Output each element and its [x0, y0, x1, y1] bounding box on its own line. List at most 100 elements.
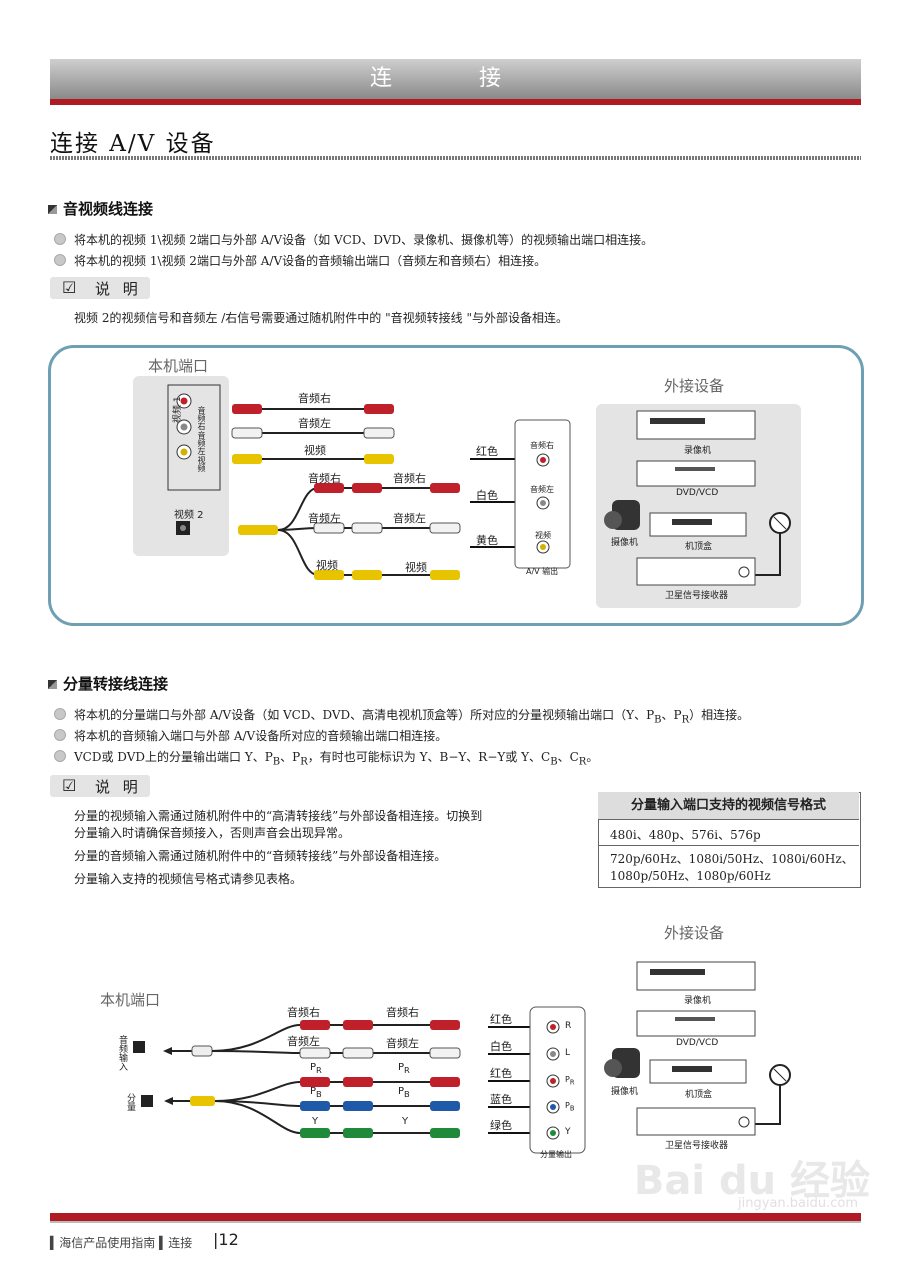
device-label: DVD/VCD [676, 488, 719, 498]
cable-audio [163, 1020, 461, 1059]
square-bullet-icon [48, 205, 57, 214]
local-ports-label: 本机端口 [148, 357, 209, 375]
color-label: 红色 [476, 445, 498, 458]
cable-label: 音频右 [298, 392, 331, 405]
cable-label: 视频 [304, 444, 326, 457]
out-label: 音频右 [530, 441, 554, 450]
component-label: 分量 [125, 1093, 135, 1111]
av-bullet: 将本机的视频 1\视频 2端口与外部 A/V设备的音频输出端口（音频左和音频右）… [54, 252, 546, 269]
subscript: B [654, 714, 662, 726]
subscript: R [300, 756, 308, 768]
comp-bullet-text: 、P [280, 750, 301, 764]
av-heading: 音视频线连接 [48, 198, 153, 219]
satellite-receiver-icon [636, 1107, 756, 1136]
jack-label: L [565, 1048, 571, 1058]
dot-icon [54, 750, 66, 762]
comp-bullet-text: 。 [586, 750, 599, 764]
checkbox-icon: ☑ [62, 776, 77, 795]
cable-label: 音频左 [298, 417, 331, 430]
watermark-logo: Bai du 经验 [633, 1158, 870, 1204]
page-number: |12 [213, 1230, 239, 1249]
subscript: R [681, 714, 690, 726]
cable-audio-right [232, 404, 394, 414]
comp-bullet-text: ）相连接。 [689, 708, 750, 722]
subscript: R [404, 1065, 410, 1075]
note-label: 说 明 [95, 778, 142, 796]
cable-label: 音频左 [386, 1037, 419, 1050]
cable-label: PR [398, 1062, 410, 1075]
jack-label: PR [565, 1075, 574, 1087]
note-badge: ☑说 明 [50, 277, 150, 299]
jack-label: PB [565, 1101, 574, 1113]
subscript: R [316, 1065, 322, 1075]
device-label: 卫星信号接收器 [665, 1141, 729, 1151]
cable-label: 音频右 [386, 1006, 419, 1019]
av-bullet: 将本机的视频 1\视频 2端口与外部 A/V设备（如 VCD、DVD、录像机、摄… [54, 231, 653, 248]
cable-label: 音频右 [308, 472, 341, 485]
footer-section: 连接 [168, 1236, 193, 1250]
set-top-box-icon [649, 1059, 747, 1084]
color-label: 黄色 [476, 534, 498, 547]
av-note: 视频 2的视频信号和音频左 /右信号需要通过随机附件中的 "音视频转接线 "与外… [74, 311, 568, 325]
camera-icon [604, 500, 640, 530]
device-label: 录像机 [684, 996, 712, 1006]
section-title: 连接 A/V 设备 [50, 131, 216, 157]
table-divider [598, 845, 859, 846]
color-label: 蓝色 [490, 1093, 512, 1106]
comp-bullet: 将本机的音频输入端口与外部 A/V设备所对应的音频输出端口相连接。 [54, 727, 447, 744]
cable-label: Y [312, 1116, 319, 1127]
device-label: 录像机 [684, 446, 712, 456]
out-label: 视频 [535, 531, 551, 540]
color-label: 白色 [490, 1040, 512, 1053]
subscript: B [550, 756, 558, 768]
device-label: 摄像机 [611, 538, 639, 548]
cable-video [232, 454, 394, 464]
local-ports-label: 本机端口 [100, 991, 161, 1009]
cable-av-splitter [238, 483, 461, 580]
cable-label: 视频 [405, 561, 427, 574]
cable-label: PB [398, 1086, 410, 1099]
port-label: 音频左 [197, 431, 206, 455]
color-label: 绿色 [490, 1119, 512, 1132]
device-label: 机顶盒 [685, 542, 713, 552]
jack-label-text: P [565, 1075, 570, 1084]
vcr-icon [636, 961, 756, 991]
cable-audio-left [231, 427, 395, 439]
set-top-box-icon [649, 512, 747, 537]
cable-component [164, 1077, 460, 1138]
audio-in-label: 音频输入 [117, 1035, 127, 1071]
external-devices-label: 外接设备 [664, 924, 725, 942]
subscript: B [272, 756, 281, 768]
format-row: 480i、480p、576i、576p [610, 828, 761, 842]
video1-port-group [167, 384, 221, 491]
comp-bullet-text: 将本机的音频输入端口与外部 A/V设备所对应的音频输出端口相连接。 [74, 729, 448, 743]
cable-label: 音频右 [393, 472, 426, 485]
dvd-icon [636, 460, 756, 487]
device-label: 机顶盒 [685, 1090, 713, 1100]
comp-bullet-text: 将本机的分量端口与外部 A/V设备（如 VCD、DVD、高清电视机顶盒等）所对应… [74, 708, 655, 722]
cable-label-text: P [398, 1086, 405, 1097]
comp-note: 分量的音频输入需通过随机附件中的“音频转接线”与外部设备相连接。 [74, 849, 447, 863]
device-label: DVD/VCD [676, 1038, 719, 1048]
cable-label-text: P [310, 1086, 317, 1097]
format-table-title: 分量输入端口支持的视频信号格式 [598, 792, 859, 820]
subscript: R [569, 1078, 575, 1087]
comp-heading: 分量转接线连接 [48, 673, 168, 694]
satellite-dish-icon [755, 1064, 791, 1125]
dvd-icon [636, 1010, 756, 1037]
audio-in-jack-icon [133, 1041, 145, 1053]
comp-bullet-text: VCD或 DVD上的分量输出端口 Y、P [74, 750, 273, 764]
av-heading-text: 音视频线连接 [63, 200, 154, 218]
header-red-stripe [50, 99, 861, 105]
footer-red-stripe [50, 1213, 861, 1221]
square-bullet-icon [48, 680, 57, 689]
note-label: 说 明 [95, 280, 142, 298]
cable-label: 音频右 [287, 1006, 320, 1019]
comp-bullet-text: ，有时也可能标识为 Y、B−Y、R−Y或 Y、C [307, 750, 551, 764]
dot-icon [54, 233, 66, 245]
comp-bullet-text: 、P [661, 708, 682, 722]
cable-label: 音频左 [393, 512, 426, 525]
comp-note: 分量的视频输入需通过随机附件中的“高清转接线”与外部设备相连接。切换到 [74, 809, 483, 823]
port-label: 视频 [197, 456, 206, 472]
